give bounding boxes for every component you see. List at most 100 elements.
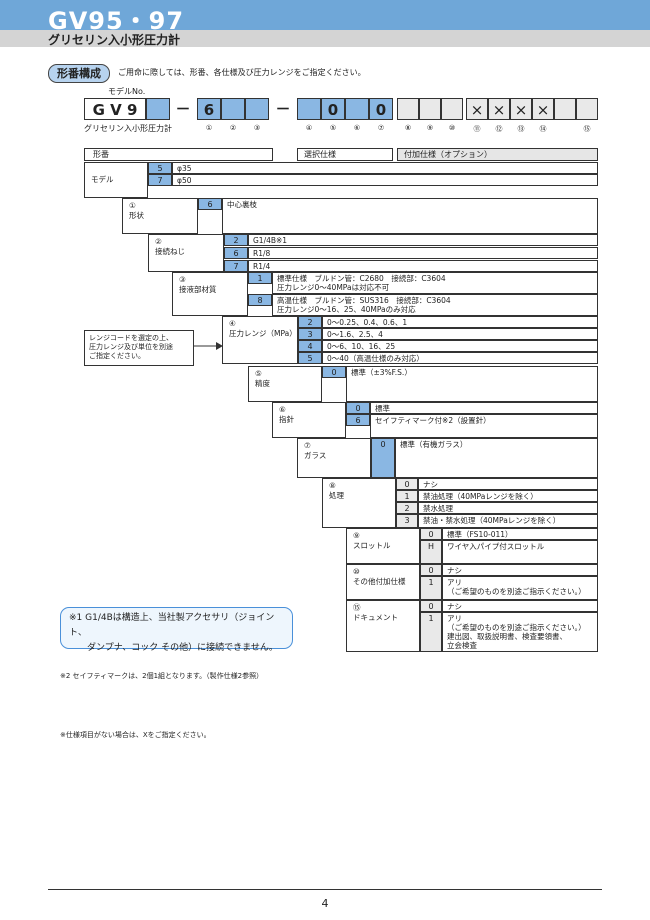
desc-line: アリ [447,614,462,623]
option-code: 6 [198,198,222,210]
option-desc: ナシ [442,600,598,612]
option-code: 0 [420,600,442,612]
option-desc: 0～6、10、16、25 [322,340,598,352]
option-desc: 禁水処理 [418,502,598,514]
option-code: 3 [396,514,418,528]
note-line: ダンプナ、コック その他）に接続できません。 [87,643,278,653]
desc-line: （ご希望のものを別途ご指示ください。） [447,587,586,596]
group-label: 精度 [255,379,270,388]
header-kataban: 形番 [84,148,273,161]
callout-line: ご指定ください。 [89,352,145,360]
note-box: ※1 G1/4Bは構造上、当社製アクセサリ（ジョイント、 ダンプナ、コック その… [60,607,293,653]
group-num: ⑮ [353,603,361,612]
position-number: ⑮ [583,125,591,133]
code-box [397,98,419,120]
position-number: ⑨ [426,124,434,132]
position-number: ③ [253,124,261,132]
model-label: モデルNo. [108,87,146,96]
desc-line: 立会検査 [447,641,477,650]
group-label: 圧力レンジ（MPa） [229,329,297,338]
option-code: H [420,540,442,564]
code-box: × [532,98,554,120]
option-desc: R1/8 [248,247,598,259]
option-desc: G1/4B※1 [248,234,598,246]
option-desc: 0～1.6、2.5、4 [322,328,598,340]
desc-line: アリ [447,578,462,587]
option-code: 5 [298,352,322,364]
option-code: 5 [148,162,172,174]
desc-line: 圧力レンジ0～16、25、40MPaのみ対応 [277,305,416,314]
group-num: ④ [229,319,236,328]
group-label: その他付加仕様 [353,577,406,586]
option-code: 7 [148,174,172,186]
group-num: ⑦ [304,441,311,450]
title-bar: GV95・97 [0,0,650,35]
section-intro: ご用命に際しては、形番、各仕様及び圧力レンジをご指定ください。 [118,68,366,77]
group-label: ガラス [304,451,327,460]
option-code: 0 [371,438,395,478]
code-box: 0 [321,98,345,120]
option-code: 7 [224,260,248,272]
group-label: 形状 [129,211,144,220]
header-option: 付加仕様（オプション） [397,148,598,161]
position-number: ⑬ [517,125,525,133]
group-num: ⑩ [353,567,360,576]
code-box [441,98,463,120]
dash: － [175,100,191,118]
option-desc: 標準（有機ガラス） [395,438,598,478]
option-desc: 禁油・禁水処理（40MPaレンジを除く） [418,514,598,528]
position-number: ① [205,124,213,132]
group-label: モデル [91,175,114,184]
code-box [419,98,441,120]
group-label: 接液部材質 [179,285,217,294]
option-desc: 0～0.25、0.4、0.6、1 [322,316,598,328]
option-code: 8 [248,294,272,306]
code-box [554,98,576,120]
model-caption: グリセリン入小形圧力計 [84,124,172,133]
position-number: ② [229,124,237,132]
callout-line: 圧力レンジ及び単位を別途 [89,343,173,351]
option-code: 1 [396,490,418,502]
group-num: ③ [179,275,186,284]
page-number: 4 [321,897,329,910]
header-selection: 選択仕様 [297,148,393,161]
desc-line: 建出図、取扱説明書、検査要領書、 [447,632,567,641]
dash: － [275,100,291,118]
position-number: ⑭ [539,125,547,133]
note-safety-mark: ※2 セイフティマークは、2個1組となります。（製作仕様2参照） [60,672,264,680]
desc-line: 標準仕様 ブルドン管：C2680 接続部：C3604 [277,274,446,283]
note-x-designation: ※仕様項目がない場合は、Xをご指定ください。 [60,731,211,739]
option-desc: 中心裏枝 [222,198,598,234]
code-box [576,98,598,120]
group-label: 処理 [329,491,344,500]
option-code: 3 [298,328,322,340]
option-desc: ナシ [418,478,598,490]
option-desc: 禁油処理（40MPaレンジを除く） [418,490,598,502]
option-code: 2 [396,502,418,514]
group-model: モデル [84,162,148,198]
option-code: 0 [322,366,346,378]
group-num: ⑤ [255,369,262,378]
option-desc: アリ （ご希望のものを別途ご指示ください。） 建出図、取扱説明書、検査要領書、 … [442,612,598,652]
code-box: 6 [197,98,221,120]
option-code: 1 [420,576,442,600]
desc-line: （ご希望のものを別途ご指示ください。） [447,623,586,632]
group-num: ① [129,201,136,210]
arrow-right-icon [194,342,223,350]
option-code: 0 [420,564,442,576]
option-code: 6 [346,414,370,426]
option-code: 1 [248,272,272,284]
option-code: 0 [420,528,442,540]
footer-rule [48,889,602,890]
model-code-box [146,98,170,120]
group-label: 接続ねじ [155,247,185,256]
